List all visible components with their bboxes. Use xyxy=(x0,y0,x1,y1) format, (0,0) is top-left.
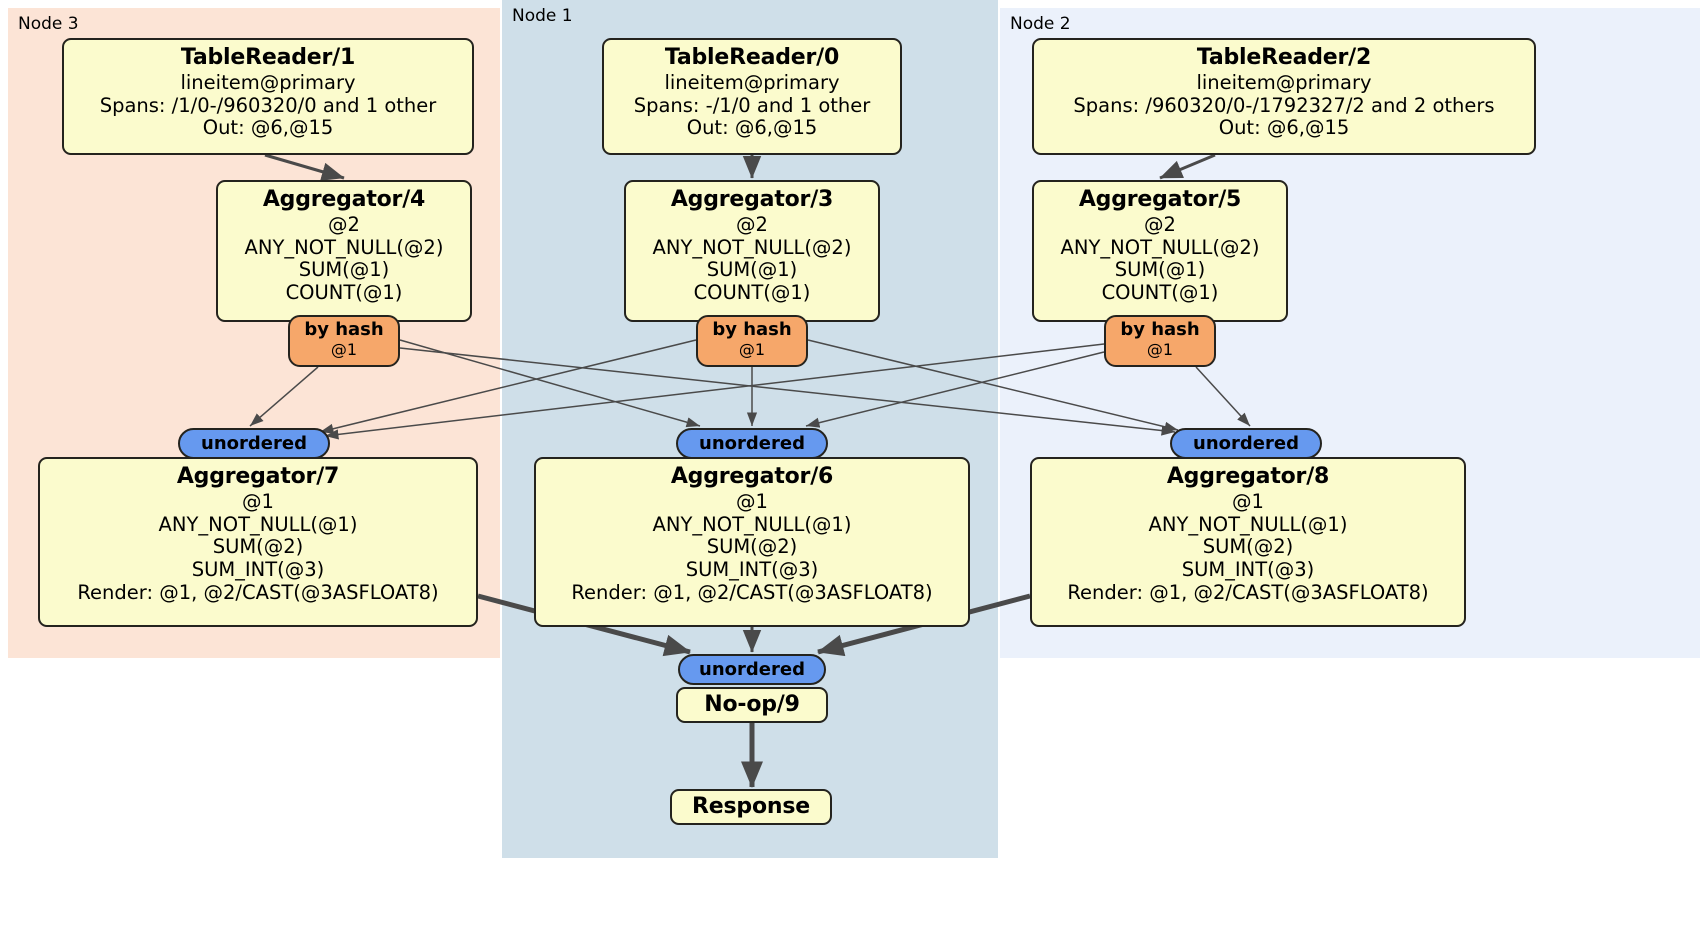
router-label: unordered xyxy=(699,432,805,454)
processor-title: Aggregator/7 xyxy=(176,464,340,489)
processor-title: Aggregator/5 xyxy=(1078,187,1242,212)
processor-detail-line: Render: @1, @2/CAST(@3ASFLOAT8) xyxy=(1067,580,1429,604)
processor-detail-line: Out: @6,@15 xyxy=(202,116,334,140)
processor-detail-line: Out: @6,@15 xyxy=(686,116,818,140)
processor-detail-line: SUM_INT(@3) xyxy=(191,558,325,582)
processor-detail-line: SUM(@2) xyxy=(1202,535,1294,559)
processor-title: Response xyxy=(692,794,810,820)
router-hash4[interactable]: by hash@1 xyxy=(288,315,400,367)
router-sync7[interactable]: unordered xyxy=(178,428,330,459)
processor-detail-line: Spans: /960320/0-/1792327/2 and 2 others xyxy=(1073,93,1495,117)
processor-title: Aggregator/8 xyxy=(1166,464,1330,489)
processor-detail-line: ANY_NOT_NULL(@1) xyxy=(652,512,852,536)
cluster-label-node2: Node 2 xyxy=(1010,14,1071,34)
processor-detail-line: ANY_NOT_NULL(@2) xyxy=(244,235,444,259)
processor-detail-line: lineitem@primary xyxy=(664,70,840,94)
router-sync6[interactable]: unordered xyxy=(676,428,828,459)
router-hash3[interactable]: by hash@1 xyxy=(696,315,808,367)
processor-detail-line: Out: @6,@15 xyxy=(1218,116,1350,140)
processor-detail-line: @1 xyxy=(736,489,768,513)
processor-detail-line: Render: @1, @2/CAST(@3ASFLOAT8) xyxy=(571,580,933,604)
processor-detail-line: @1 xyxy=(242,489,274,513)
processor-title: TableReader/0 xyxy=(664,45,840,70)
processor-detail-line: SUM(@1) xyxy=(298,258,390,282)
processor-noop9[interactable]: No-op/9 xyxy=(676,687,828,723)
processor-title: No-op/9 xyxy=(704,692,800,718)
router-sync9[interactable]: unordered xyxy=(678,654,826,685)
router-label: unordered xyxy=(699,658,805,680)
processor-response[interactable]: Response xyxy=(670,789,832,825)
processor-detail-line: ANY_NOT_NULL(@1) xyxy=(1148,512,1348,536)
processor-title: TableReader/2 xyxy=(1196,45,1372,70)
router-sublabel: @1 xyxy=(1146,339,1174,359)
cluster-label-node3: Node 3 xyxy=(18,14,79,34)
processor-detail-line: ANY_NOT_NULL(@1) xyxy=(158,512,358,536)
router-label: by hash xyxy=(304,319,384,340)
router-sublabel: @1 xyxy=(330,339,358,359)
processor-detail-line: lineitem@primary xyxy=(1196,70,1372,94)
processor-detail-line: Spans: -/1/0 and 1 other xyxy=(633,93,871,117)
processor-title: Aggregator/4 xyxy=(262,187,426,212)
processor-detail-line: COUNT(@1) xyxy=(693,281,811,305)
processor-detail-line: COUNT(@1) xyxy=(1101,281,1219,305)
processor-detail-line: @2 xyxy=(328,212,360,236)
processor-detail-line: SUM(@1) xyxy=(1114,258,1206,282)
cluster-label-node1: Node 1 xyxy=(512,6,573,26)
router-label: by hash xyxy=(1120,319,1200,340)
router-label: unordered xyxy=(1193,432,1299,454)
router-sublabel: @1 xyxy=(738,339,766,359)
processor-detail-line: @2 xyxy=(736,212,768,236)
processor-detail-line: Spans: /1/0-/960320/0 and 1 other xyxy=(99,93,437,117)
processor-detail-line: Render: @1, @2/CAST(@3ASFLOAT8) xyxy=(77,580,439,604)
processor-detail-line: COUNT(@1) xyxy=(285,281,403,305)
processor-detail-line: SUM(@2) xyxy=(706,535,798,559)
processor-detail-line: SUM_INT(@3) xyxy=(685,558,819,582)
processor-title: Aggregator/3 xyxy=(670,187,834,212)
processor-title: Aggregator/6 xyxy=(670,464,834,489)
processor-detail-line: SUM_INT(@3) xyxy=(1181,558,1315,582)
processor-detail-line: @2 xyxy=(1144,212,1176,236)
router-hash5[interactable]: by hash@1 xyxy=(1104,315,1216,367)
router-label: by hash xyxy=(712,319,792,340)
processor-detail-line: @1 xyxy=(1232,489,1264,513)
processor-detail-line: SUM(@1) xyxy=(706,258,798,282)
processor-detail-line: lineitem@primary xyxy=(180,70,356,94)
router-label: unordered xyxy=(201,432,307,454)
router-sync8[interactable]: unordered xyxy=(1170,428,1322,459)
processor-detail-line: ANY_NOT_NULL(@2) xyxy=(652,235,852,259)
processor-detail-line: ANY_NOT_NULL(@2) xyxy=(1060,235,1260,259)
processor-detail-line: SUM(@2) xyxy=(212,535,304,559)
processor-title: TableReader/1 xyxy=(180,45,356,70)
